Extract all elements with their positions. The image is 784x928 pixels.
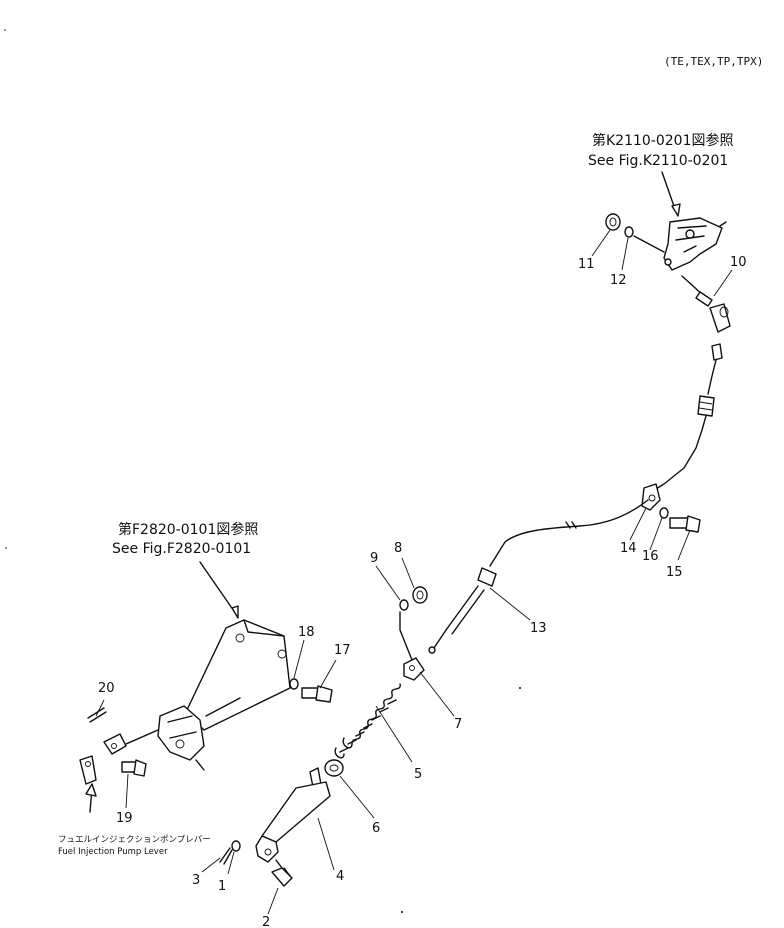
part-number-4: 4 xyxy=(336,869,344,884)
ref-left-jp: 第F2820-0101図参照 xyxy=(118,521,258,538)
part-20-pin xyxy=(87,707,107,723)
part-number-14: 14 xyxy=(620,541,637,556)
part-number-labels: 1 2 3 4 5 6 7 8 9 10 11 12 13 14 15 16 1… xyxy=(98,255,747,928)
part-number-19: 19 xyxy=(116,811,133,826)
part-15-bolt xyxy=(669,515,701,533)
part-number-12: 12 xyxy=(610,273,627,288)
part-number-15: 15 xyxy=(666,565,683,580)
ref-top-right-en: See Fig.K2110-0201 xyxy=(588,153,728,169)
part-4-rod-cylinder xyxy=(255,767,331,863)
part-18-washer xyxy=(289,678,299,690)
bracket-stud-line xyxy=(399,611,413,661)
cable-break-mark xyxy=(565,521,577,529)
part-17-bolt xyxy=(301,685,333,703)
control-lever-assembly xyxy=(663,217,727,271)
fuel-injection-pump-lever xyxy=(79,755,97,813)
part-1-washer xyxy=(231,840,241,852)
part-13-cable-end xyxy=(428,567,497,654)
part-number-7: 7 xyxy=(454,717,462,732)
part-19-bolt xyxy=(121,759,147,777)
pump-link-rod xyxy=(125,729,159,745)
part-6-collar xyxy=(324,759,344,777)
ref-top-right-arrowhead xyxy=(671,203,681,217)
part-5-spring xyxy=(334,683,401,759)
part-number-20: 20 xyxy=(98,681,115,696)
pump-lever-body xyxy=(157,705,205,771)
part-number-11: 11 xyxy=(578,257,595,272)
part-number-6: 6 xyxy=(372,821,380,836)
part-number-5: 5 xyxy=(414,767,422,782)
part-number-leaders xyxy=(95,229,733,915)
part-16-washer xyxy=(659,507,669,519)
ref-left-arrowhead xyxy=(231,605,239,619)
ref-top-right-jp: 第K2110-0201図参照 xyxy=(592,132,734,149)
part-12-washer xyxy=(624,226,634,238)
pump-lever-label-jp: フュエルインジェクションポンプレバー xyxy=(58,835,211,845)
lever-stud-line xyxy=(633,235,665,253)
part-10-rod-end xyxy=(681,275,731,333)
model-header: (TE,TEX,TP,TPX) xyxy=(664,55,763,68)
part-number-9: 9 xyxy=(370,551,378,566)
part-number-8: 8 xyxy=(394,541,402,556)
part-3-pin xyxy=(219,847,233,865)
scan-specks xyxy=(4,29,521,913)
part-number-17: 17 xyxy=(334,643,351,658)
part-11-nut xyxy=(605,213,621,231)
part-number-13: 13 xyxy=(530,621,547,636)
part-number-1: 1 xyxy=(218,879,226,894)
part-14-clamp xyxy=(641,483,661,511)
part-number-2: 2 xyxy=(262,915,270,928)
ref-left-leader xyxy=(199,561,237,615)
part-9-washer xyxy=(399,599,409,611)
support-bracket-plate xyxy=(185,619,291,731)
control-cable xyxy=(489,499,649,567)
part-2-bolt xyxy=(271,859,293,887)
pump-rod-end xyxy=(103,733,127,755)
ref-left-en: See Fig.F2820-0101 xyxy=(112,541,251,557)
pump-lever-label-en: Fuel Injection Pump Lever xyxy=(58,847,168,857)
part-number-16: 16 xyxy=(642,549,659,564)
part-7-bracket xyxy=(403,657,425,681)
part-number-10: 10 xyxy=(730,255,747,270)
part-number-18: 18 xyxy=(298,625,315,640)
part-8-nut xyxy=(412,586,428,604)
part-number-3: 3 xyxy=(192,873,200,888)
cable-upper-end xyxy=(647,343,723,495)
